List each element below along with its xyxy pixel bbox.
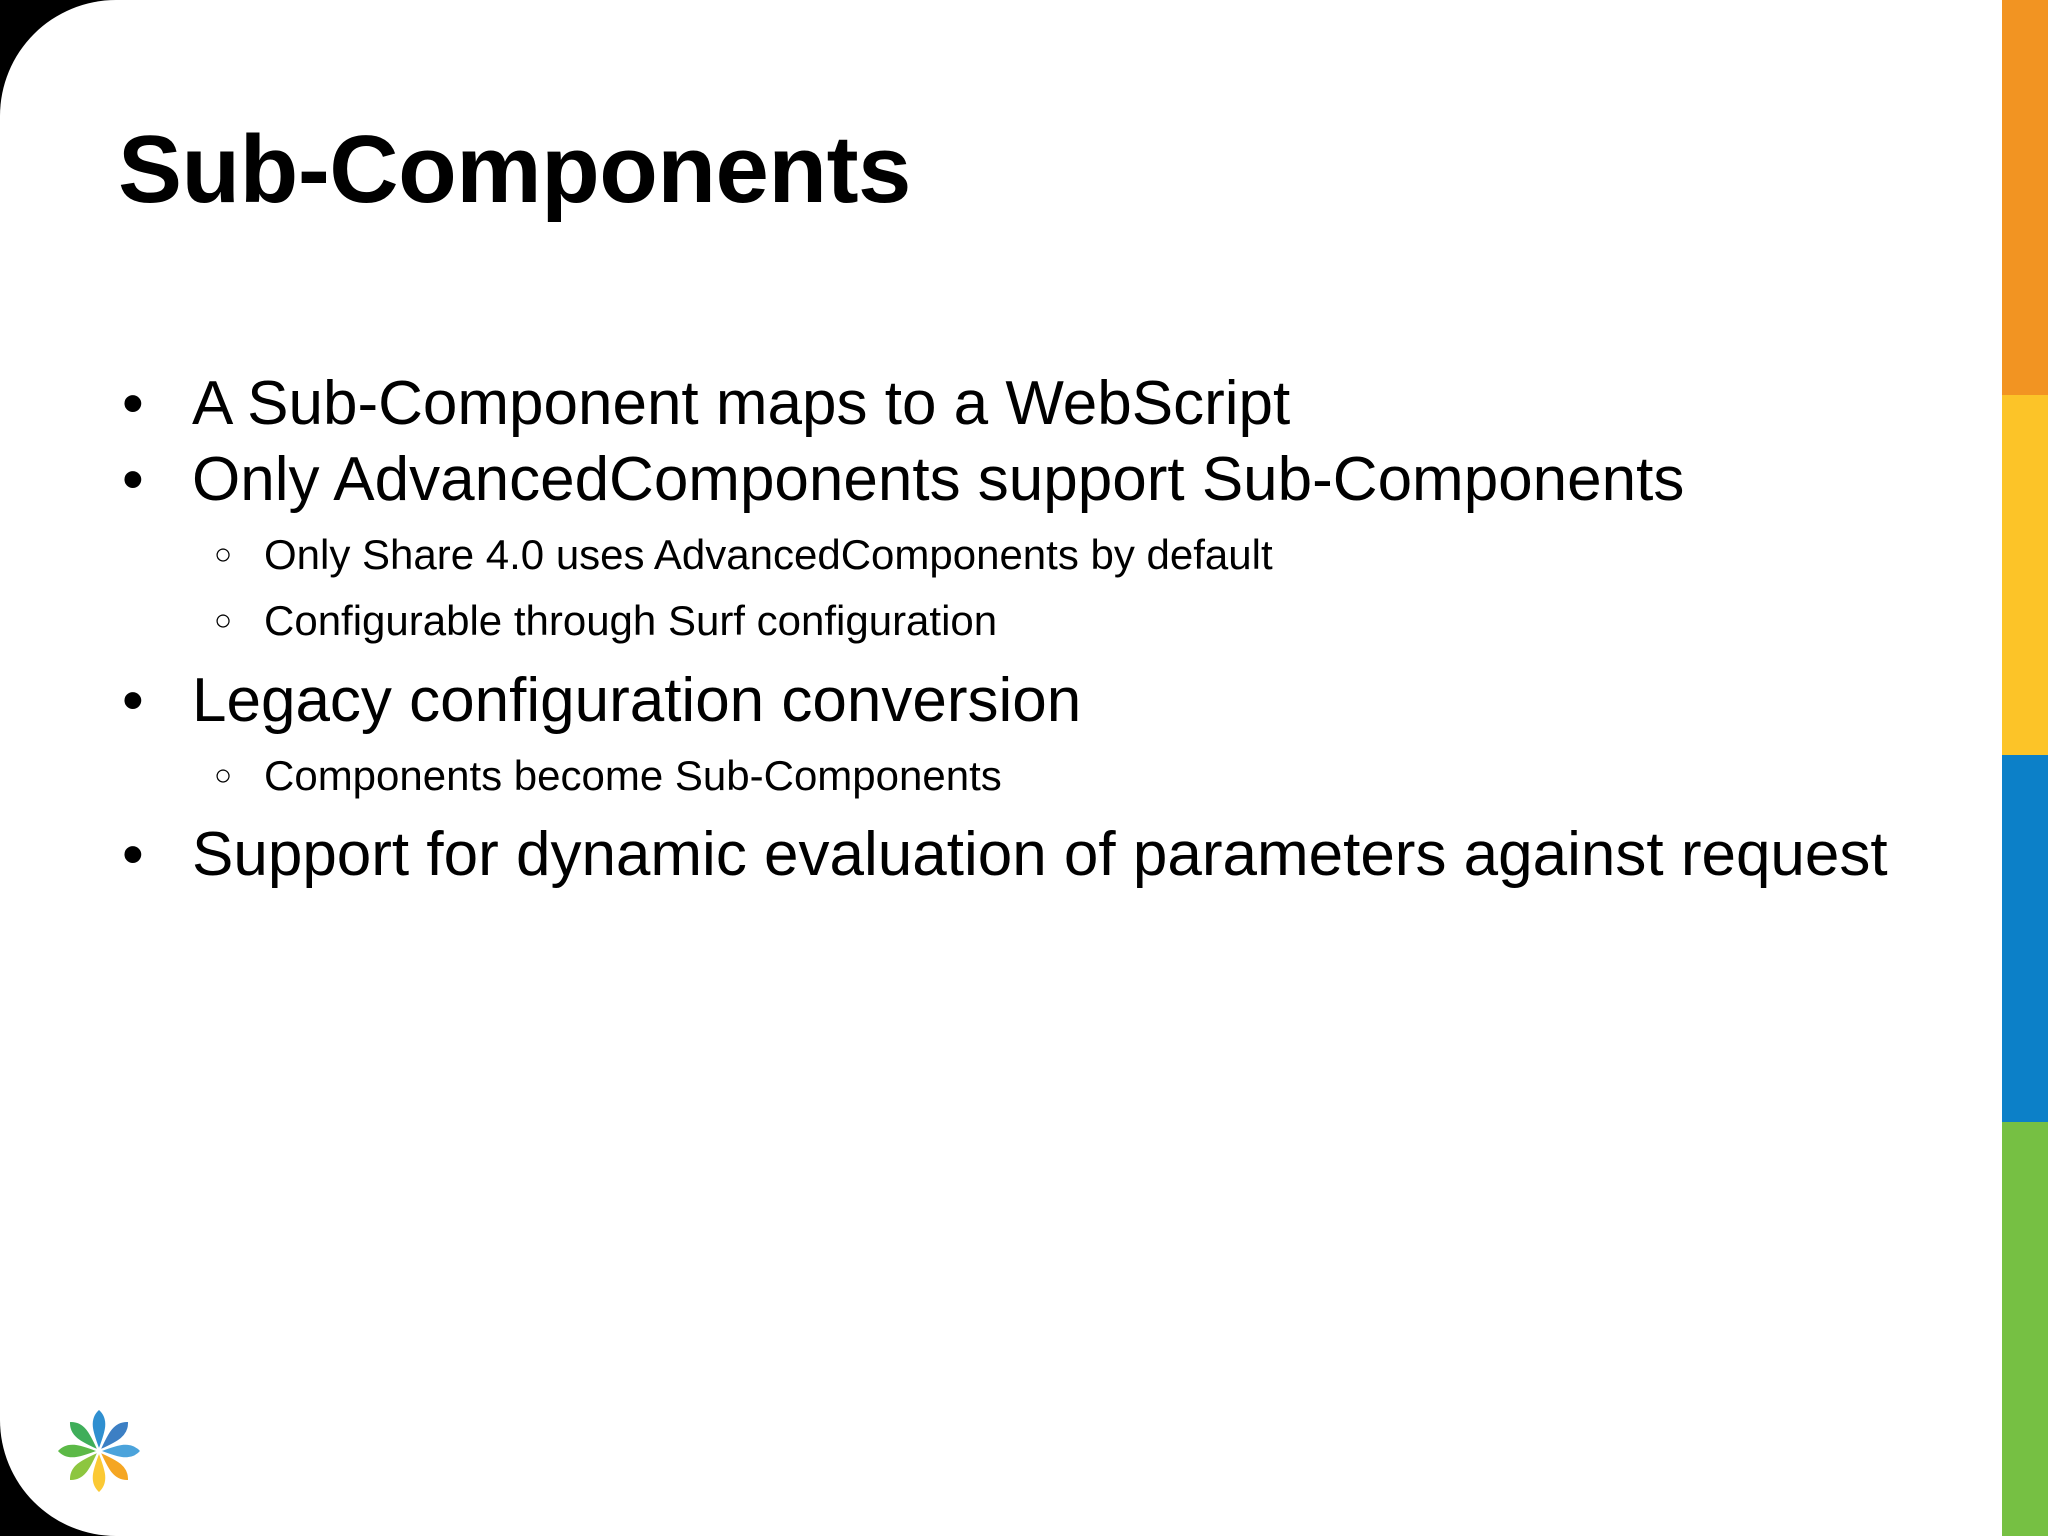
bullet-text: Legacy configuration conversion	[192, 665, 1082, 735]
bullet-text: Support for dynamic evaluation of parame…	[192, 819, 1888, 889]
bullet-text: Only AdvancedComponents support Sub-Comp…	[192, 444, 1685, 514]
stripe-segment-blue	[2002, 755, 2048, 1122]
stripe-segment-green	[2002, 1122, 2048, 1536]
slide-body: • A Sub-Component maps to a WebScript • …	[110, 368, 1950, 895]
accent-color-stripe	[2002, 0, 2048, 1536]
sub-bullet-marker: ○	[214, 604, 233, 638]
bullet-text: A Sub-Component maps to a WebScript	[192, 369, 1291, 438]
slide-canvas	[0, 0, 2002, 1536]
sub-bullet-text: Only Share 4.0 uses AdvancedComponents b…	[264, 530, 1273, 578]
bullet-item: • Support for dynamic evaluation of para…	[110, 819, 1950, 891]
bullet-marker: •	[122, 444, 144, 514]
sub-bullet-marker: ○	[214, 758, 233, 792]
bullet-marker: •	[122, 665, 144, 735]
sub-bullet-marker: ○	[214, 537, 233, 571]
stripe-segment-yellow	[2002, 395, 2048, 755]
sub-bullet-list: ○ Only Share 4.0 uses AdvancedComponents…	[192, 530, 1950, 647]
sub-bullet-text: Components become Sub-Components	[264, 751, 1002, 799]
stripe-segment-orange	[2002, 0, 2048, 395]
sub-bullet-text: Configurable through Surf configuration	[264, 597, 998, 645]
bullet-item: • Only AdvancedComponents support Sub-Co…	[110, 444, 1950, 647]
sub-bullet-item: ○ Only Share 4.0 uses AdvancedComponents…	[192, 530, 1950, 580]
sub-bullet-list: ○ Components become Sub-Components	[192, 751, 1950, 801]
alfresco-pinwheel-logo	[46, 1398, 152, 1504]
bullet-item: • Legacy configuration conversion ○ Comp…	[110, 665, 1950, 801]
bullet-marker: •	[122, 369, 144, 438]
bullet-marker: •	[122, 819, 144, 889]
sub-bullet-item: ○ Configurable through Surf configuratio…	[192, 596, 1950, 646]
slide-title: Sub-Components	[118, 116, 911, 223]
sub-bullet-item: ○ Components become Sub-Components	[192, 751, 1950, 801]
bullet-list: • A Sub-Component maps to a WebScript • …	[110, 368, 1950, 891]
bullet-item: • A Sub-Component maps to a WebScript	[110, 368, 1950, 440]
